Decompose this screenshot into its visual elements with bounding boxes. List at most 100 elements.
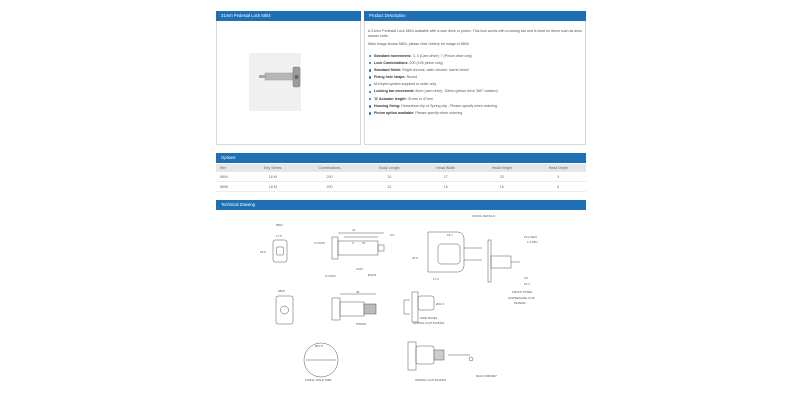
table-cell: 16 (473, 181, 531, 192)
table-cell: 31 (360, 172, 419, 182)
feature-item: Lock Combinations: 200 (100 pinion only) (368, 61, 586, 66)
feature-item: Standard finish: Bright chrome, satin ch… (368, 68, 586, 73)
label-dim-215: Ø21.5 (436, 302, 445, 306)
table-cell: 23 (473, 172, 531, 182)
feature-item: M-Keyed system supplied to order only (368, 82, 586, 87)
keyway-5804 (276, 246, 284, 256)
label-dim-16: 16.4 (524, 282, 530, 286)
feature-item: Housing fixing: Horseshoe clip or Spring… (368, 104, 586, 109)
label-5804: 5804 (276, 223, 283, 227)
label-5806: 5806 (278, 289, 285, 293)
label-dim-20: 20.0 (412, 256, 418, 260)
table-row: 5804 18 M 200 31 17 23 3 (216, 172, 586, 182)
label-fixing-details: FIXING DETAILS (472, 214, 496, 218)
fixing-detail-lock (437, 243, 461, 265)
label-panel-min: 1.0 MIN (527, 240, 538, 244)
label-panel-max: 19.2 MAX (524, 235, 538, 239)
spring-clip-side-view (417, 295, 435, 311)
feature-item: Pinion option available: Please specify … (368, 111, 586, 116)
spring-clip-panel (407, 341, 417, 371)
table-cell: 3 (530, 172, 586, 182)
lock-cam (259, 75, 267, 78)
column-header: Combinations (298, 164, 361, 172)
label-side-panel: SIDE PANEL (420, 316, 438, 320)
front-view-5806 (275, 295, 294, 325)
horseshoe-clip-body (490, 255, 512, 269)
keyhole (294, 75, 299, 79)
table-cell: 18 M (247, 172, 299, 182)
fixing-hole (303, 342, 339, 378)
column-header: Body Length (360, 164, 419, 172)
product-image-panel[interactable] (216, 21, 361, 145)
table-cell: 17 (418, 172, 474, 182)
technical-title-bar: Technical Drawing (216, 200, 586, 210)
label-dim-31: 31 (362, 241, 366, 245)
label-spring-clip: SPRING CLIP 8135461 (415, 378, 447, 382)
column-header: Head Height (473, 164, 531, 172)
side-view-body (337, 240, 379, 256)
label-front-panel: FRONT PANEL (512, 290, 533, 294)
spring-clip-lock (415, 345, 435, 365)
description-main-image: Main image shows 5804, please click Gall… (368, 41, 470, 46)
table-cell: 5804 (216, 172, 248, 182)
label-dim-19: 19.7 (447, 233, 453, 237)
label-dim-23: 23.0 (260, 250, 266, 254)
label-dim-dia: Ø16.8 (368, 273, 377, 277)
label-dim-17-3: 17.3 (433, 277, 439, 281)
feature-item: 'X' Actuator length: 41mm or 47mm (368, 97, 586, 102)
side-view-cam (377, 244, 385, 252)
image-background (249, 53, 301, 111)
keyway-5806 (280, 305, 289, 315)
table-row: 5806 18 M 200 31 16 16 5 (216, 181, 586, 192)
table-cell: 16 (418, 181, 474, 192)
description-body: A 31mm Pedestal Lock 5804 available with… (368, 29, 586, 118)
label-fixing-hole: FIXING HOLE SIZE (305, 378, 332, 382)
label-horseshoe-code: 8135092 (514, 301, 526, 305)
label-dim-3: 3.0 (524, 276, 529, 280)
column-header: Ref. (216, 164, 248, 172)
side-panel (411, 291, 419, 323)
options-header-row: Ref. Key Series Combinations Body Length… (216, 164, 586, 172)
label-spring-clip-side: SPRING CLIP 8135461 (413, 321, 445, 325)
column-header: Head Width (418, 164, 474, 172)
table-cell: 200 (298, 181, 361, 192)
product-title: 31mm Pedestal Lock 5804 (221, 13, 271, 18)
column-header: Key Series (247, 164, 299, 172)
label-6ctrs: 6 CTRS (325, 274, 336, 278)
description-intro: A 31mm Pedestal Lock 5804 available with… (368, 29, 582, 38)
table-cell: 31 (360, 181, 419, 192)
label-rack: RACK 8006097 (476, 374, 497, 378)
side-view-head (331, 236, 339, 260)
description-title-bar: Product Description (364, 11, 586, 21)
pinion-body (339, 301, 365, 317)
label-pinion: PINION (356, 322, 367, 326)
feature-item: Fixing hole shape: Round (368, 75, 586, 80)
rack-end (468, 356, 474, 362)
technical-title: Technical Drawing (221, 202, 255, 207)
table-cell: 5806 (216, 181, 248, 192)
label-4ctrs: 4 CTRS (314, 241, 325, 245)
pinion-head (331, 297, 341, 321)
label-cam: CAM (356, 267, 363, 271)
label-dim-45: 45 (356, 290, 360, 294)
table-cell: 200 (298, 172, 361, 182)
front-panel (487, 239, 492, 283)
label-dim-5: 5.5 (390, 233, 395, 237)
description-title: Product Description (369, 13, 406, 18)
options-title-bar: Options (216, 153, 586, 163)
label-dim-17: 17.5 (276, 234, 282, 238)
options-title: Options (221, 155, 236, 160)
product-title-bar: 31mm Pedestal Lock 5804 (216, 11, 361, 21)
feature-list: Standard movements: 3, 4 (Cam drive); 7 … (368, 54, 586, 117)
feature-item: Locking bar movement: 8mm (cam drive), 3… (368, 89, 586, 94)
pinion-gear (363, 303, 377, 315)
fixing-detail-panel (427, 231, 465, 273)
table-cell: 18 M (247, 181, 299, 192)
description-panel (364, 21, 586, 145)
product-image (249, 53, 301, 111)
feature-item: Standard movements: 3, 4 (Cam drive); 7 … (368, 54, 586, 59)
column-header: Head Depth (530, 164, 586, 172)
front-view-5804 (272, 239, 288, 263)
label-horseshoe: HORSESHOE CLIP (508, 296, 535, 300)
